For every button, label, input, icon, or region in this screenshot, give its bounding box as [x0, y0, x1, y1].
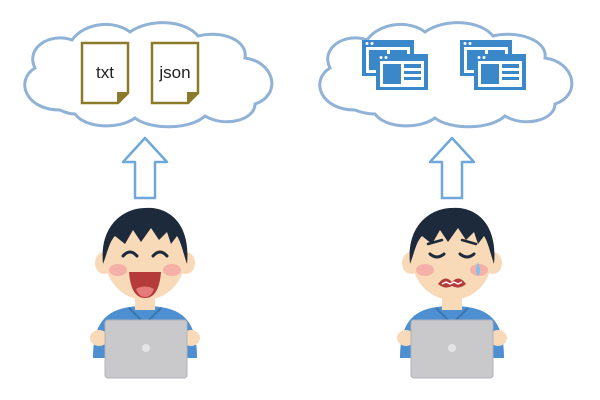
sad-person: [397, 206, 507, 359]
left-scene: txt json: [23, 21, 274, 379]
cloud-left: [23, 21, 274, 129]
cloud-right: [318, 21, 574, 129]
happy-eyes: [121, 250, 169, 258]
json-label: json: [158, 63, 190, 82]
tear-icon: [476, 262, 480, 276]
sad-eyes: [428, 252, 476, 259]
happy-person: [90, 206, 200, 359]
up-arrow-right: [428, 136, 476, 200]
smiling-mouth: [129, 272, 161, 298]
laptop-left: [104, 319, 188, 379]
txt-label: txt: [96, 63, 114, 82]
json-file-icon: json: [150, 41, 200, 105]
text-file-icon: txt: [80, 41, 130, 105]
up-arrow-left: [121, 136, 169, 200]
right-scene: [318, 21, 574, 379]
laptop-right: [410, 319, 494, 379]
